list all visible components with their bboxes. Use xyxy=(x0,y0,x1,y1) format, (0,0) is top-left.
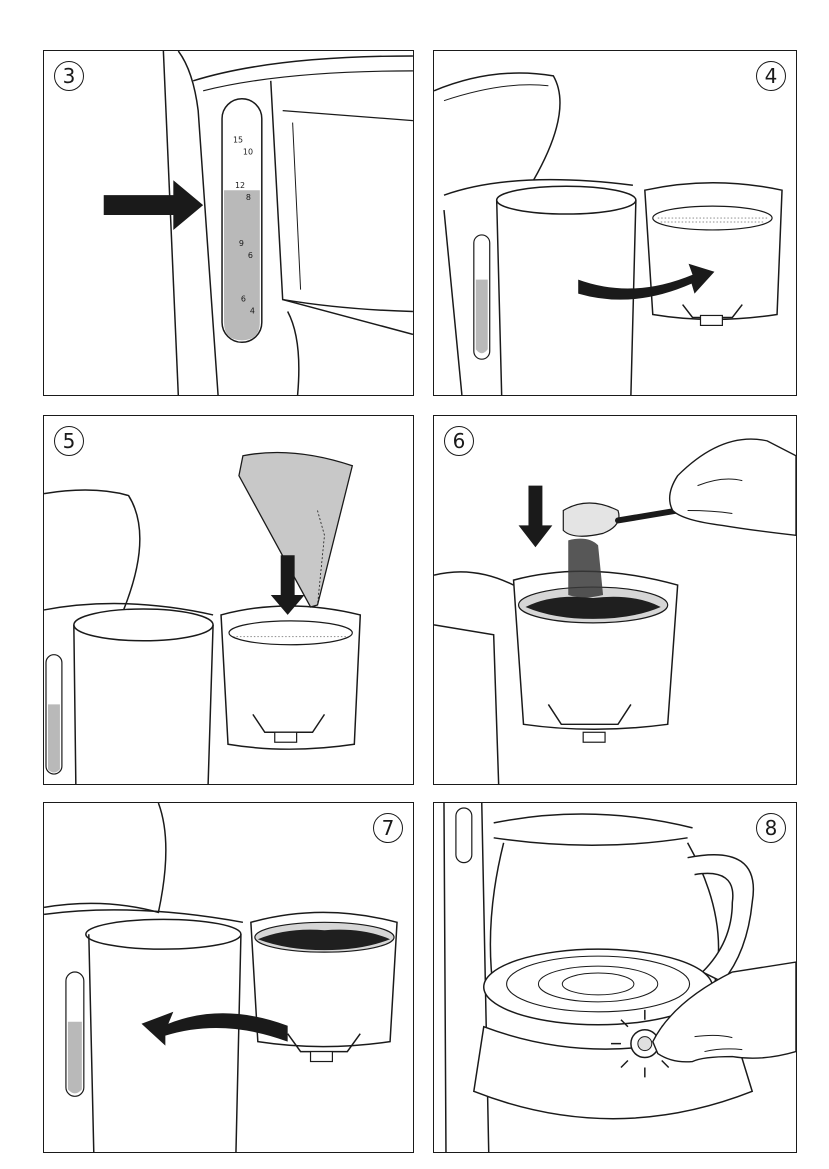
gauge-mark: 6 xyxy=(241,295,246,304)
gauge-mark: 10 xyxy=(243,147,253,156)
right-arrow-icon xyxy=(103,180,204,230)
water-gauge-illustration: 15 10 12 8 9 6 6 4 xyxy=(103,51,413,395)
rotate-arrow-icon xyxy=(141,1011,288,1046)
add-ground-coffee-illustration xyxy=(434,438,796,784)
insert-paper-filter-illustration xyxy=(44,451,362,784)
step-number-badge: 7 xyxy=(373,813,403,843)
gauge-mark: 8 xyxy=(246,193,251,202)
step-8-panel: 8 xyxy=(433,802,797,1153)
rotate-arrow-icon xyxy=(578,263,715,300)
step-number-badge: 3 xyxy=(54,61,84,91)
step-number-badge: 5 xyxy=(54,426,84,456)
step-number-badge: 6 xyxy=(444,426,474,456)
filter-holder-close-illustration xyxy=(44,803,398,1152)
step-3-panel: 3 15 10 12 8 9 6 6 4 xyxy=(43,50,414,396)
gauge-mark: 15 xyxy=(233,135,243,144)
step-7-panel: 7 xyxy=(43,802,414,1153)
down-arrow-icon xyxy=(518,485,553,548)
step-6-panel: 6 xyxy=(433,415,797,785)
gauge-mark: 4 xyxy=(250,306,255,315)
gauge-mark: 6 xyxy=(248,251,253,260)
step-number-badge: 4 xyxy=(756,61,786,91)
press-on-switch-illustration xyxy=(443,803,796,1152)
step-number-badge: 8 xyxy=(756,813,786,843)
step-4-panel: 4 xyxy=(433,50,797,396)
filter-holder-open-illustration xyxy=(434,72,783,395)
gauge-mark: 9 xyxy=(239,239,244,248)
down-arrow-icon xyxy=(270,555,305,615)
step-5-panel: 5 xyxy=(43,415,414,785)
gauge-mark: 12 xyxy=(235,181,245,190)
